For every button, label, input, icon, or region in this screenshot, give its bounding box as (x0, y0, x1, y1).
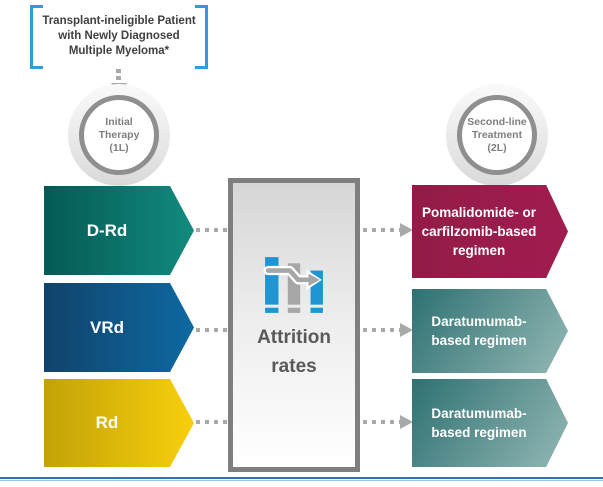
second-line-arrow-daratumumab-2: Daratumumab- based regimen (412, 379, 568, 467)
connector-dots (196, 420, 228, 424)
first-line-label-drd: D-Rd (86, 220, 128, 240)
stage-1l-label-line: Therapy (98, 128, 140, 141)
connector-dots (196, 328, 228, 332)
dotted-connector-box-to-daratumumab-1 (363, 322, 413, 338)
patient-population-line: Transplant-ineligible Patient (42, 15, 196, 27)
second-line-label-line: regimen (452, 243, 506, 258)
right-bracket (195, 5, 208, 69)
stage-2l-label-line: Second-line (467, 115, 527, 128)
second-line-arrow-daratumumab-1: Daratumumab- based regimen (412, 289, 568, 373)
first-line-arrow-drd: D-Rd (44, 186, 194, 275)
attrition-rates-title: Attrition rates (257, 323, 331, 381)
connector-dot (116, 76, 121, 80)
stage-circle-1l: Initial Therapy (1L) (68, 84, 170, 186)
patient-population-label: Transplant-ineligible Patient with Newly… (38, 14, 200, 59)
arrowhead-right-icon (400, 415, 413, 429)
attrition-title-line: Attrition (257, 327, 331, 348)
dotted-connector-drd-to-box (196, 222, 228, 238)
second-line-arrow-pomalidomide: Pomalidomide- or carfilzomib-based regim… (412, 185, 568, 278)
patient-population-line: with Newly Diagnosed (58, 30, 180, 42)
left-bracket (30, 5, 43, 69)
connector-dot (116, 69, 121, 73)
dotted-connector-rd-to-box (196, 414, 228, 430)
second-line-label-line: Daratumumab- (431, 314, 527, 329)
patient-population-box: Transplant-ineligible Patient with Newly… (30, 5, 208, 69)
patient-population-line: Multiple Myeloma* (68, 45, 170, 57)
second-line-label-line: carfilzomib-based (421, 224, 537, 239)
second-line-label-line: Pomalidomide- or (421, 205, 536, 220)
second-line-label-line: Daratumumab- (431, 406, 527, 421)
dotted-connector-box-to-daratumumab-2 (363, 414, 413, 430)
bottom-rule-light (0, 480, 603, 481)
first-line-label-rd: Rd (95, 413, 119, 432)
stage-circle-2l-ring: Second-line Treatment (2L) (457, 95, 537, 175)
stage-2l-label-line: Treatment (471, 128, 523, 141)
arrowhead-right-icon (400, 323, 413, 337)
stage-1l-label-line: (1L) (109, 141, 129, 154)
second-line-label-line: based regimen (431, 425, 527, 440)
connector-dots (363, 228, 400, 232)
connector-dots (196, 228, 228, 232)
declining-bar-chart-icon (263, 257, 323, 313)
first-line-arrow-vrd: VRd (44, 283, 194, 372)
second-line-label-line: based regimen (431, 333, 527, 348)
attrition-rates-box: Attrition rates (228, 178, 360, 472)
stage-2l-label-line: (2L) (487, 141, 507, 154)
first-line-label-vrd: VRd (90, 317, 124, 337)
stage-circle-1l-ring: Initial Therapy (1L) (79, 95, 159, 175)
dotted-connector-box-to-pomalidomide (363, 222, 413, 238)
stage-1l-label-line: Initial (105, 115, 133, 128)
attrition-title-line: rates (271, 356, 317, 377)
connector-dots (363, 328, 400, 332)
connector-dots (363, 420, 400, 424)
first-line-arrow-rd: Rd (44, 379, 194, 467)
arrowhead-right-icon (400, 223, 413, 237)
dotted-connector-vrd-to-box (196, 322, 228, 338)
stage-circle-2l: Second-line Treatment (2L) (446, 84, 548, 186)
bottom-rule-dark (0, 477, 603, 479)
